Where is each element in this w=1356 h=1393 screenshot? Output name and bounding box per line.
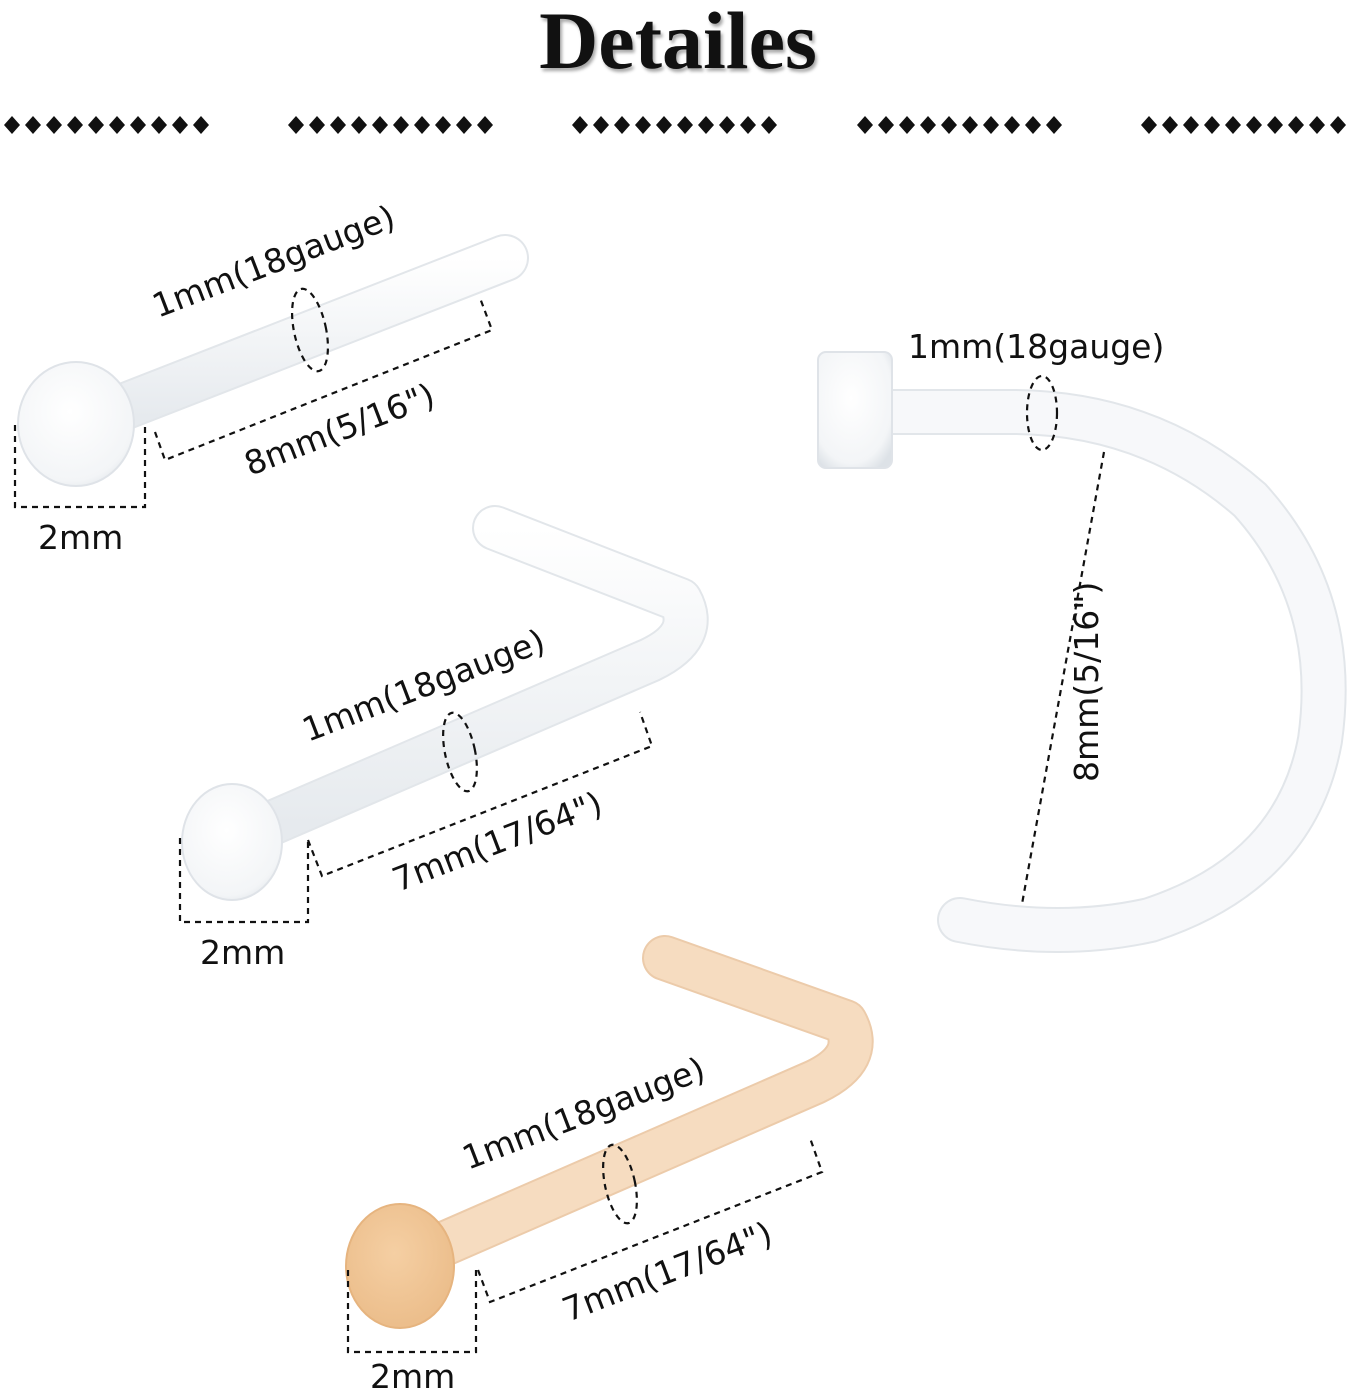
l-shape-nude-head-label: 2mm [370,1357,455,1393]
straight-stud: 1mm(18gauge) 8mm(5/16") 2mm [13,197,529,557]
nostril-screw-measure-lines [1020,374,1106,905]
l-shape-clear-length-label: 7mm(17/64") [387,784,608,900]
l-shape-clear: 1mm(18gauge) 7mm(17/64") 2mm [178,505,709,972]
l-shape-clear-shape [181,505,709,901]
divider-row [4,116,1346,134]
nostril-screw-length-label: 8mm(5/16") [1067,582,1106,782]
l-shape-clear-head-label: 2mm [200,933,285,972]
l-shape-clear-measure-lines [178,711,654,924]
page-title: Detailes [539,0,817,86]
l-shape-nude: 1mm(18gauge) 7mm(17/64") 2mm [345,935,874,1393]
straight-stud-length-label: 8mm(5/16") [239,375,440,483]
divider-group-4 [857,116,1062,134]
nostril-screw-shape [817,351,1347,953]
straight-stud-measure-lines [13,287,494,509]
straight-stud-shape [17,234,529,487]
l-shape-nude-length-label: 7mm(17/64") [557,1214,778,1330]
nostril-screw: 1mm(18gauge) 8mm(5/16") [817,327,1347,953]
divider-group-2 [288,116,493,134]
divider-group-1 [4,116,209,134]
divider-group-5 [1141,116,1346,134]
divider-group-3 [572,116,777,134]
nostril-screw-gauge-label: 1mm(18gauge) [908,327,1164,366]
straight-stud-head-label: 2mm [38,518,123,557]
l-shape-nude-measure-lines [346,1137,824,1354]
l-shape-nude-shape [345,935,874,1329]
